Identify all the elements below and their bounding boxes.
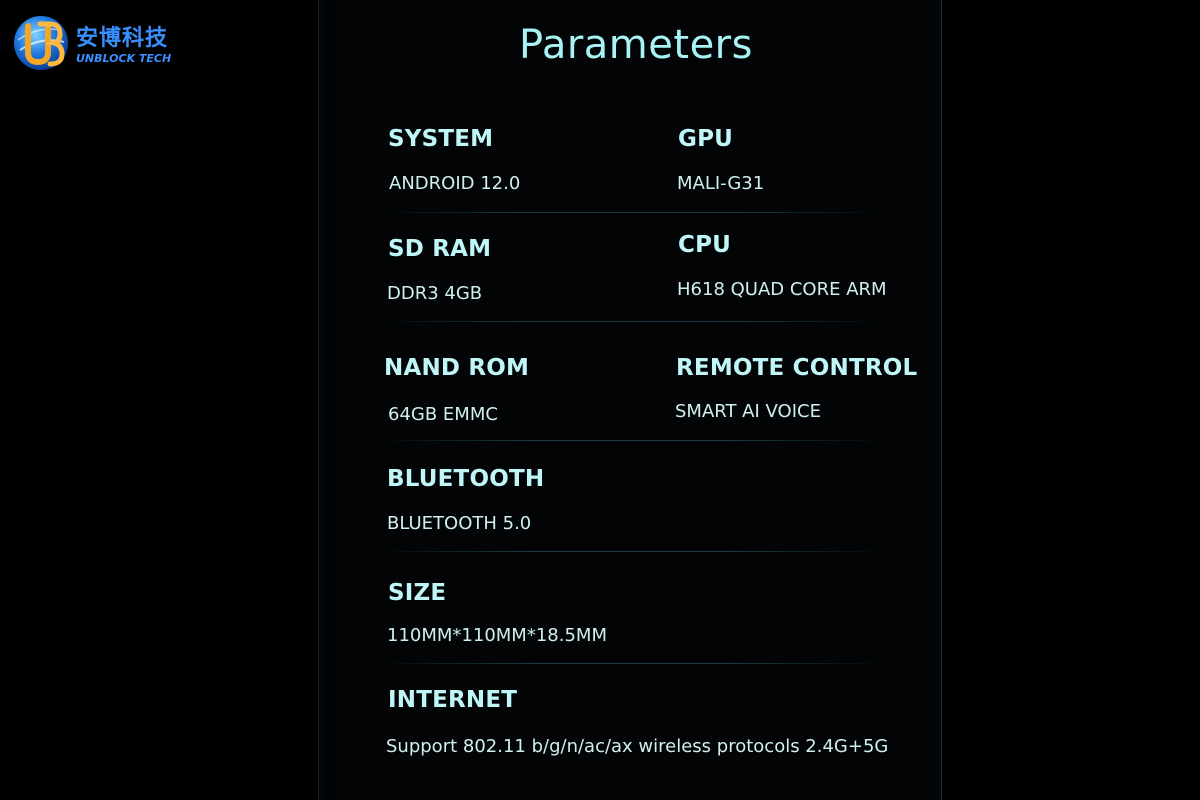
param-label-size: SIZE <box>388 580 447 606</box>
param-value-gpu: MALI-G31 <box>677 173 765 194</box>
param-value-remote: SMART AI VOICE <box>675 401 821 422</box>
divider <box>386 321 876 322</box>
param-value-size: 110MM*110MM*18.5MM <box>387 625 607 646</box>
brand-name-en: UNBLOCK TECH <box>76 52 172 65</box>
divider <box>386 212 876 213</box>
brand-logo: 安博科技 UNBLOCK TECH <box>10 12 200 74</box>
ub-globe-logo-icon <box>14 16 68 70</box>
divider <box>386 440 876 441</box>
page-title: Parameters <box>519 22 753 68</box>
param-label-internet: INTERNET <box>388 687 518 713</box>
parameters-card <box>318 0 942 800</box>
param-value-cpu: H618 QUAD CORE ARM <box>677 279 887 300</box>
param-label-nandrom: NAND ROM <box>384 355 530 381</box>
param-value-nandrom: 64GB EMMC <box>388 404 498 425</box>
param-label-cpu: CPU <box>678 232 732 258</box>
param-label-remote: REMOTE CONTROL <box>676 355 918 381</box>
divider <box>386 663 876 664</box>
param-label-sdram: SD RAM <box>388 236 492 262</box>
param-value-sdram: DDR3 4GB <box>387 283 483 304</box>
param-label-gpu: GPU <box>678 126 734 152</box>
divider <box>386 551 876 552</box>
brand-name-cn: 安博科技 <box>76 26 169 51</box>
param-value-bluetooth: BLUETOOTH 5.0 <box>387 513 532 534</box>
param-label-bluetooth: BLUETOOTH <box>387 466 545 492</box>
param-value-system: ANDROID 12.0 <box>389 173 521 194</box>
param-label-system: SYSTEM <box>388 126 494 152</box>
param-value-internet: Support 802.11 b/g/n/ac/ax wireless prot… <box>386 736 889 757</box>
